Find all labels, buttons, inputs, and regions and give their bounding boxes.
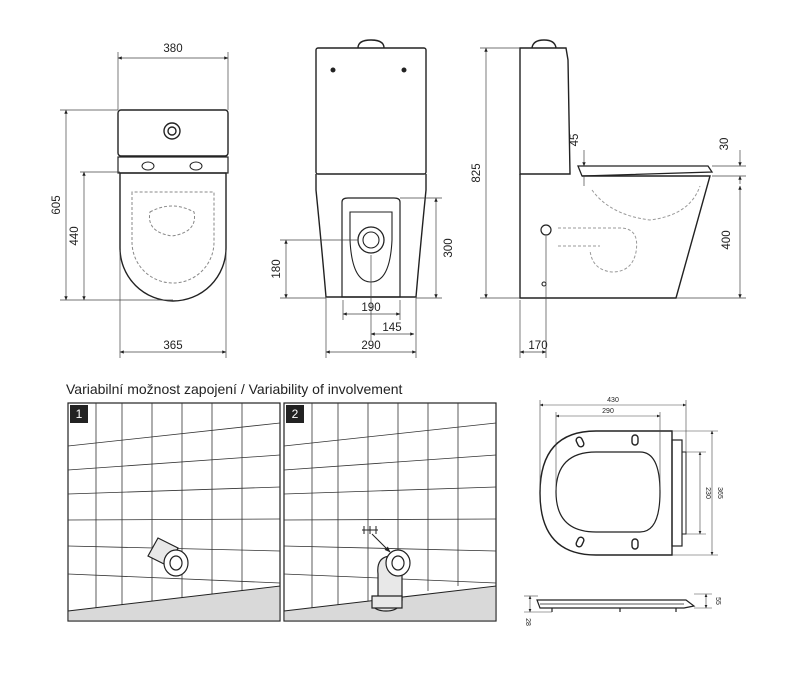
dim-front-base-width: 290 [361, 340, 380, 352]
dim-seat-thickness: 30 [719, 138, 731, 151]
dim-seat-hinge-span: 230 [704, 487, 711, 499]
dim-total-height: 825 [471, 163, 483, 182]
outlet-circle [357, 226, 385, 254]
front-view-dimensions [280, 197, 442, 358]
dim-top-base-width: 365 [163, 340, 182, 352]
dim-outlet-offset: 145 [382, 322, 401, 334]
top-view [117, 109, 229, 302]
dim-seat-depth: 365 [716, 487, 723, 499]
flush-button-side [531, 39, 557, 49]
dim-outlet-width: 190 [361, 302, 380, 314]
side-view-dimensions [480, 47, 746, 358]
dim-top-width: 380 [163, 43, 182, 55]
tank-front [315, 47, 427, 175]
seat-side-dimensions [524, 593, 712, 613]
dim-outlet-center-height: 300 [443, 238, 455, 257]
dim-seat-overall-width: 430 [607, 397, 619, 404]
seat-side [577, 165, 714, 177]
dim-seat-inner-width: 290 [602, 408, 614, 415]
dim-outlet-height: 180 [271, 259, 283, 278]
seat-inner [555, 451, 661, 533]
seat-outline [119, 172, 227, 302]
tank-outline [117, 109, 229, 157]
seat-outer [539, 430, 673, 556]
top-view-dimensions [60, 52, 229, 358]
seat-top-view [539, 430, 687, 556]
dim-bowl-depth: 440 [69, 226, 81, 245]
dim-tank-gap: 45 [569, 134, 581, 147]
flush-button-front [357, 39, 385, 49]
variant-2-badge: 2 [286, 405, 304, 423]
seat-side-view [536, 599, 696, 612]
dim-seat-base: 28 [524, 618, 531, 626]
seat-top-dimensions [539, 400, 718, 556]
side-view [519, 39, 714, 299]
dim-seat-height: 400 [721, 230, 733, 249]
dim-top-depth: 605 [51, 195, 63, 214]
variant-2-illustration [283, 402, 497, 622]
variant-1-illustration [67, 402, 281, 622]
dim-side-outlet-offset: 170 [528, 340, 547, 352]
bowl-side [519, 174, 711, 299]
dim-seat-thickness-small: 55 [714, 597, 721, 605]
tank-side [519, 47, 571, 175]
flush-button-icon [163, 122, 181, 140]
variant-1-badge: 1 [70, 405, 88, 423]
section-title: Variabilní možnost zapojení / Variabilit… [66, 381, 403, 397]
